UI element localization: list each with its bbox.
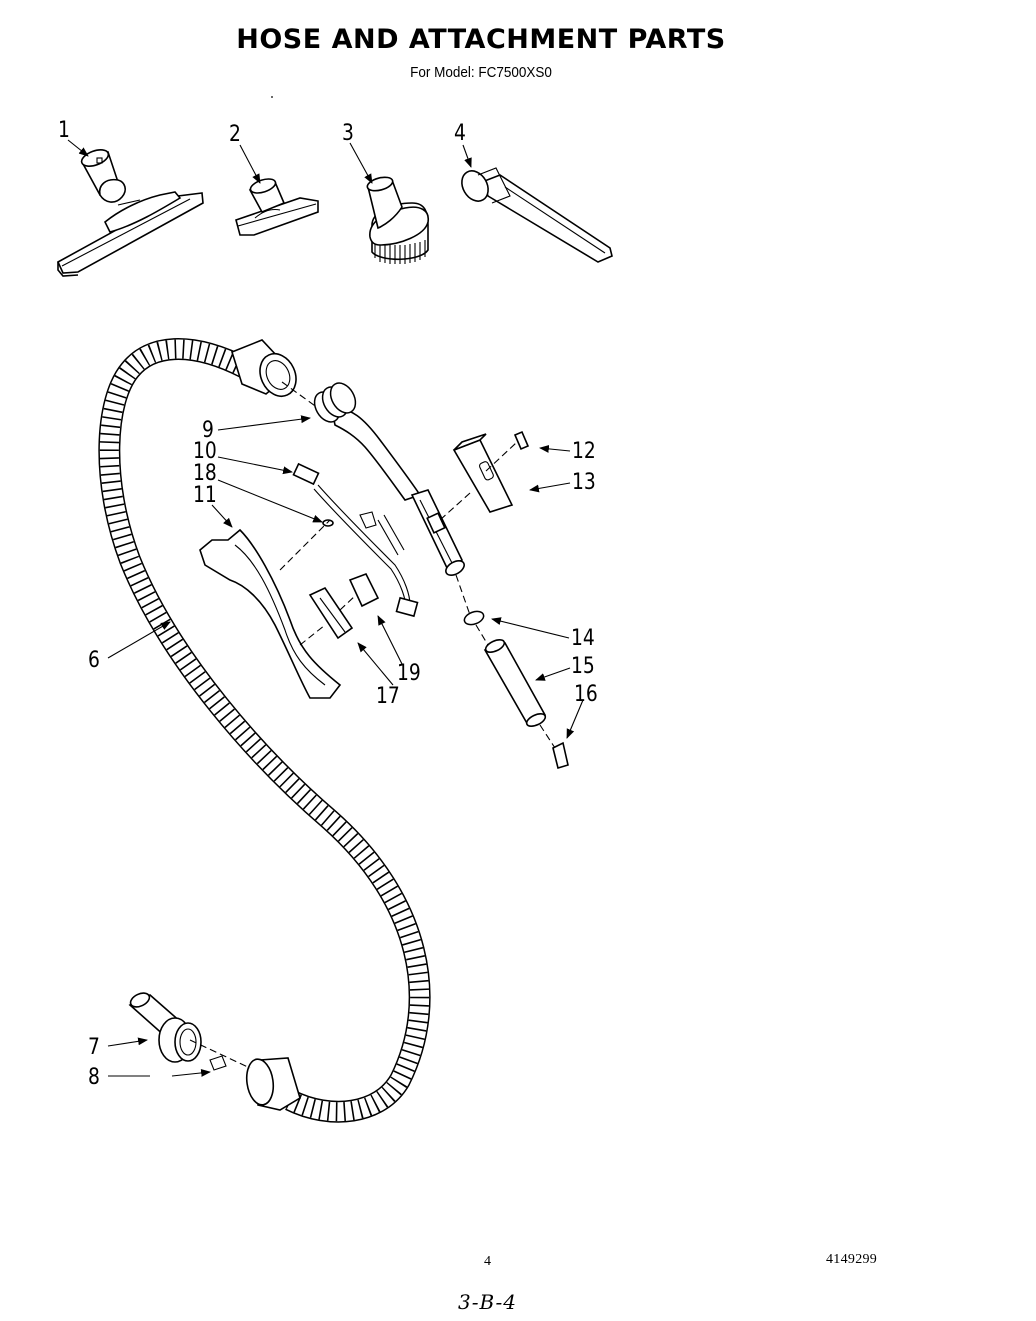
dusting-brush-drawing [366, 176, 430, 264]
callout-1: 1 [58, 118, 70, 143]
wand-connector-drawing [455, 574, 569, 770]
model-subtitle: For Model: FC7500XS0 [410, 64, 552, 81]
corrugated-hose-drawing [98, 338, 431, 1123]
callout-19: 19 [397, 661, 421, 686]
callout-17: 17 [376, 684, 400, 709]
switch-drawing [308, 572, 380, 640]
wire-harness-drawing [292, 462, 419, 618]
callout-18: 18 [193, 461, 217, 486]
handle-cover-drawing [439, 430, 530, 521]
callout-14: 14 [571, 626, 595, 651]
callout-12: 12 [572, 439, 596, 464]
callout-8: 8 [88, 1065, 100, 1090]
callout-16: 16 [574, 682, 598, 707]
document-code: 4149299 [826, 1252, 878, 1267]
callout-4: 4 [454, 121, 466, 146]
callout-6: 6 [88, 648, 100, 673]
floor-brush-nozzle-drawing [56, 149, 204, 277]
callout-3: 3 [342, 121, 354, 146]
page-title: HOSE AND ATTACHMENT PARTS [236, 24, 726, 55]
callout-7: 7 [88, 1035, 100, 1060]
leader-lines [67, 139, 584, 1077]
handwritten-note: 3-B-4 [458, 1290, 518, 1314]
callout-2: 2 [229, 122, 241, 147]
callout-13: 13 [572, 470, 596, 495]
hose-end-connector-drawing [128, 992, 251, 1071]
upholstery-nozzle-drawing [235, 178, 319, 236]
callout-11: 11 [193, 483, 217, 508]
callout-15: 15 [571, 654, 595, 679]
handle-half-drawing [199, 519, 342, 699]
hose-cuff-handle-drawing [281, 381, 465, 577]
crevice-tool-drawing [461, 167, 613, 263]
page-number: 4 [484, 1254, 491, 1269]
callout-9: 9 [202, 418, 214, 443]
callout-10: 10 [193, 439, 217, 464]
